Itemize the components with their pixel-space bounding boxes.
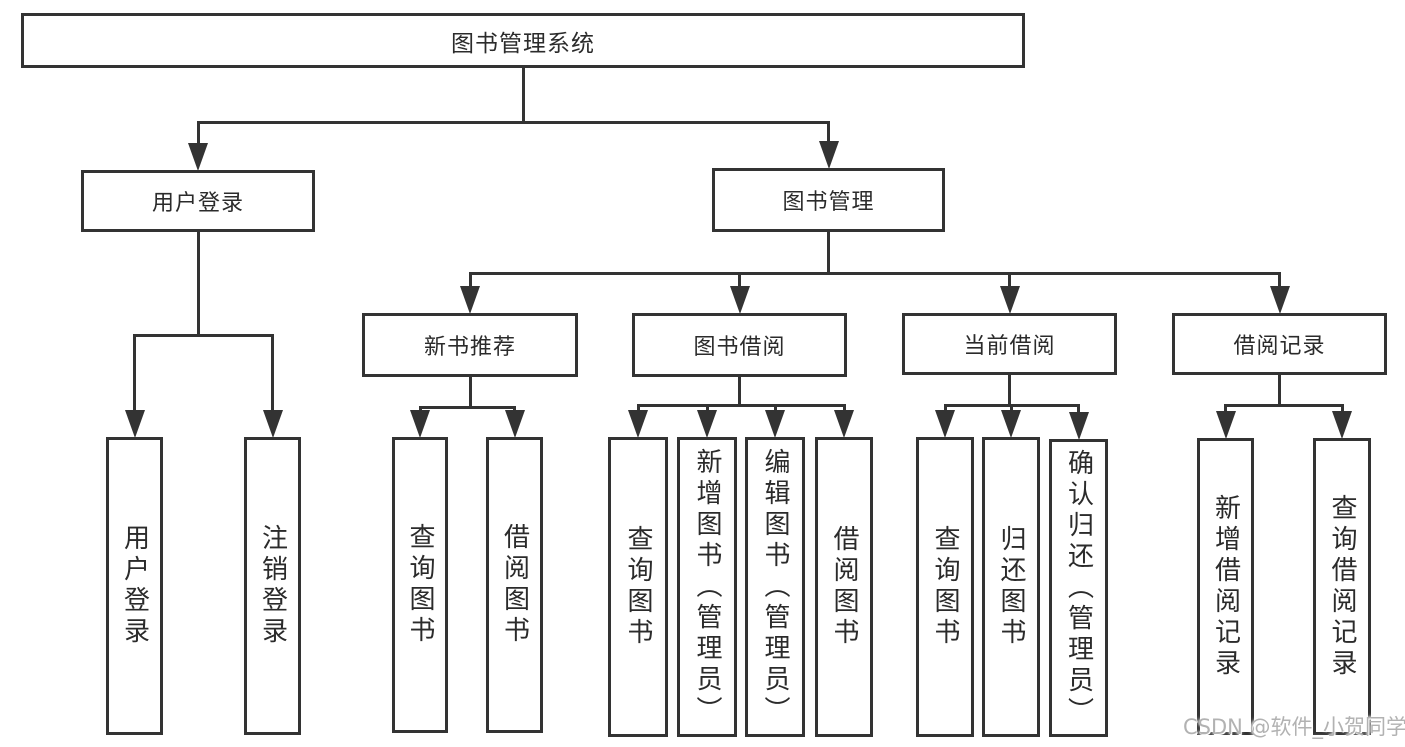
connector-line — [738, 377, 741, 407]
node-label: 当前借阅 — [963, 334, 1056, 359]
node-cb-query: 查询图书 — [916, 437, 974, 737]
connector-line — [196, 232, 200, 337]
node-label: 归还图书 — [996, 525, 1026, 649]
arrowhead-down-icon — [1332, 411, 1352, 439]
arrowhead-down-icon — [1269, 286, 1290, 314]
node-rec-borrow: 借阅图书 — [486, 437, 543, 733]
connector-line — [196, 120, 830, 124]
connector-line — [1008, 375, 1011, 407]
node-label: 查询借阅记录 — [1327, 493, 1357, 680]
node-label: 借阅记录 — [1233, 334, 1326, 359]
connector-line — [1224, 405, 1227, 416]
node-label: 确认归还（管理员） — [1063, 448, 1094, 728]
node-current-borrow: 当前借阅 — [902, 313, 1117, 375]
node-label: 新增借阅记录 — [1210, 493, 1241, 680]
node-label: 借阅图书 — [829, 525, 859, 649]
node-label: 新书推荐 — [423, 335, 516, 360]
arrowhead-down-icon — [262, 410, 283, 438]
arrowhead-down-icon — [124, 410, 145, 438]
node-cb-confirm: 确认归还（管理员） — [1049, 439, 1108, 737]
node-bb-query: 查询图书 — [608, 437, 668, 737]
connector-line — [271, 335, 274, 415]
node-label: 新增图书（管理员） — [692, 447, 722, 727]
connector-line — [468, 377, 472, 409]
node-ul-logout: 注销登录 — [244, 437, 301, 735]
arrowhead-down-icon — [935, 410, 955, 438]
connector-line — [133, 333, 274, 337]
connector-line — [133, 335, 136, 415]
arrowhead-down-icon — [628, 410, 648, 438]
arrowhead-down-icon — [999, 286, 1020, 314]
connector-line — [196, 122, 200, 148]
node-label: 用户登录 — [119, 524, 150, 648]
arrowhead-down-icon — [1068, 412, 1089, 440]
node-label: 图书管理 — [782, 190, 875, 215]
connector-line — [738, 273, 741, 291]
node-bb-edit: 编辑图书（管理员） — [745, 437, 805, 737]
connector-line — [1224, 403, 1344, 407]
node-bb-add: 新增图书（管理员） — [677, 437, 737, 737]
node-label: 查询图书 — [623, 525, 653, 649]
arrowhead-down-icon — [504, 410, 525, 438]
node-label: 借阅图书 — [499, 523, 530, 647]
connector-line — [1278, 375, 1281, 407]
node-br-add: 新增借阅记录 — [1197, 438, 1254, 735]
connector-line — [468, 273, 472, 291]
connector-line — [1278, 273, 1281, 291]
arrowhead-down-icon — [1215, 411, 1236, 439]
arrowhead-down-icon — [460, 286, 480, 314]
node-cb-return: 归还图书 — [982, 437, 1040, 737]
connector-line — [1008, 273, 1011, 291]
connector-line — [418, 405, 516, 409]
node-book-mgmt: 图书管理 — [712, 168, 945, 232]
node-label: 图书管理系统 — [451, 30, 595, 57]
node-user-login: 用户登录 — [81, 170, 315, 232]
arrowhead-down-icon — [188, 143, 208, 171]
arrowhead-down-icon — [1001, 410, 1021, 438]
connector-line — [468, 271, 1281, 275]
arrowhead-down-icon — [834, 410, 854, 438]
arrowhead-down-icon — [818, 141, 839, 169]
connector-line — [1340, 405, 1344, 416]
node-root: 图书管理系统 — [21, 13, 1025, 68]
node-label: 查询图书 — [405, 523, 435, 647]
arrowhead-down-icon — [697, 410, 717, 438]
node-new-book-rec: 新书推荐 — [362, 313, 578, 377]
connector-line — [521, 68, 525, 124]
node-borrow-record: 借阅记录 — [1172, 313, 1387, 375]
connector-line — [1077, 405, 1080, 417]
connector-line — [827, 232, 830, 275]
node-label: 查询图书 — [930, 525, 960, 649]
node-br-query: 查询借阅记录 — [1313, 438, 1371, 735]
node-label: 用户登录 — [151, 191, 244, 216]
node-label: 编辑图书（管理员） — [760, 447, 790, 727]
node-label: 注销登录 — [257, 524, 288, 648]
node-ul-login: 用户登录 — [106, 437, 163, 735]
arrowhead-down-icon — [410, 410, 430, 438]
node-book-borrow: 图书借阅 — [632, 313, 847, 377]
node-bb-borrow: 借阅图书 — [815, 437, 873, 737]
connector-line — [827, 122, 830, 146]
node-rec-query: 查询图书 — [392, 437, 448, 733]
connector-line — [636, 403, 846, 407]
watermark: CSDN @软件_小贺同学 — [1183, 715, 1405, 739]
node-label: 图书借阅 — [693, 335, 786, 360]
arrowhead-down-icon — [765, 410, 785, 438]
arrowhead-down-icon — [729, 286, 750, 314]
